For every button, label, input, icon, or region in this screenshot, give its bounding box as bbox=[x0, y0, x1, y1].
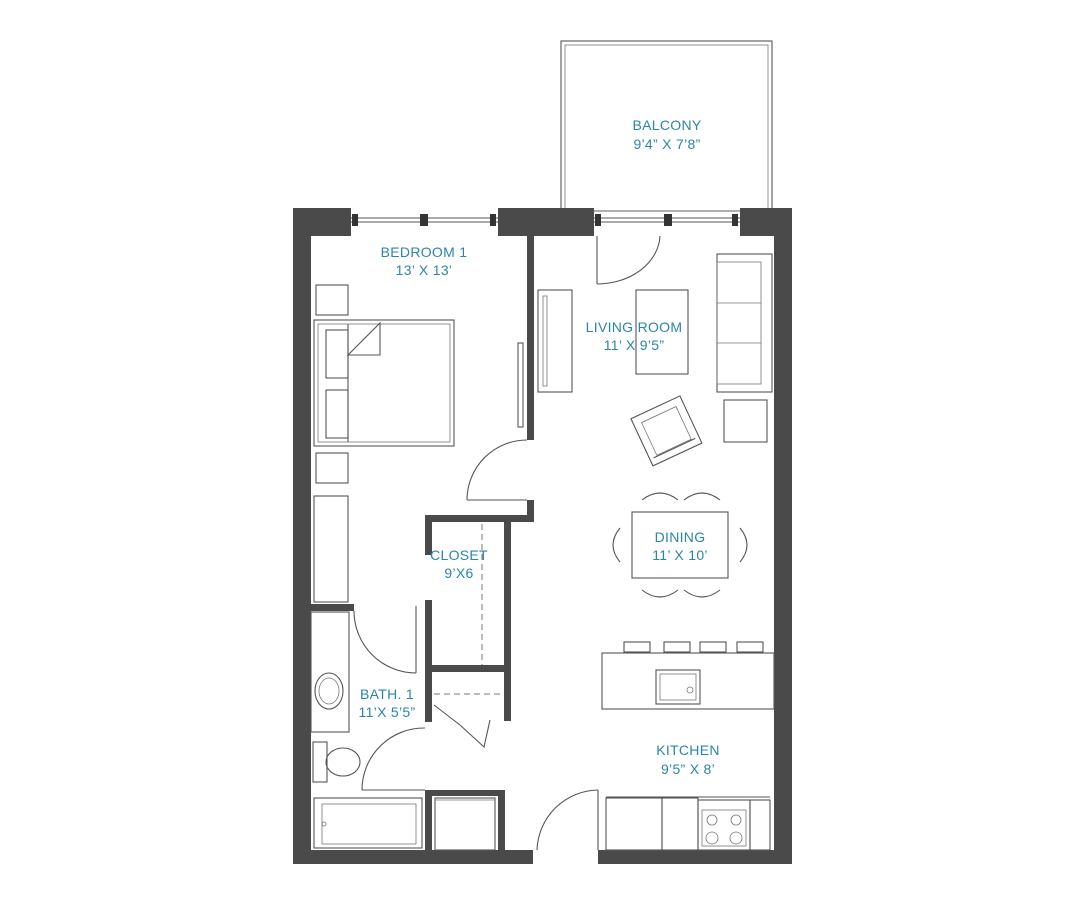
interior-walls bbox=[311, 236, 534, 850]
bath-label: BATH. 1 11’X 5’5” bbox=[359, 686, 416, 720]
bedroom-size: 13’ X 13’ bbox=[396, 262, 453, 278]
entry-door bbox=[536, 789, 599, 851]
bath-size: 11’X 5’5” bbox=[359, 704, 416, 720]
exterior-walls bbox=[293, 208, 792, 864]
balcony-door bbox=[596, 235, 661, 285]
balcony-label: BALCONY 9’4” X 7’8” bbox=[632, 117, 701, 152]
bath-door bbox=[353, 606, 417, 674]
bath-bottom-door bbox=[361, 727, 426, 791]
closet-name: CLOSET bbox=[430, 547, 488, 563]
balcony-outline bbox=[560, 40, 773, 212]
kitchen-fixtures bbox=[601, 641, 775, 851]
balcony-size: 9’4” X 7’8” bbox=[633, 136, 700, 152]
kitchen-size: 9’5” X 8’ bbox=[661, 761, 715, 777]
bath-name: BATH. 1 bbox=[360, 686, 414, 702]
closet-rod bbox=[434, 524, 502, 695]
bath-fixtures bbox=[310, 611, 496, 851]
bedroom-furniture bbox=[313, 284, 573, 603]
bedroom-door bbox=[466, 439, 528, 501]
bedroom-sliding-door bbox=[517, 342, 524, 428]
kitchen-name: KITCHEN bbox=[656, 742, 720, 758]
living-size: 11’ X 9’5” bbox=[604, 337, 665, 353]
bedroom-name: BEDROOM 1 bbox=[381, 244, 468, 260]
linen-bifold-door bbox=[433, 704, 491, 749]
dining-label: DINING 11’ X 10’ bbox=[652, 529, 708, 563]
living-label: LIVING ROOM 11’ X 9’5” bbox=[586, 319, 683, 353]
bedroom-label: BEDROOM 1 13’ X 13’ bbox=[381, 244, 468, 278]
closet-label: CLOSET 9’X6 bbox=[430, 547, 488, 581]
dining-name: DINING bbox=[655, 529, 706, 545]
closet-size: 9’X6 bbox=[444, 565, 473, 581]
living-window bbox=[594, 214, 740, 226]
kitchen-label: KITCHEN 9’5” X 8’ bbox=[656, 742, 720, 777]
living-furniture bbox=[630, 253, 773, 467]
balcony-name: BALCONY bbox=[632, 117, 701, 133]
dining-size: 11’ X 10’ bbox=[652, 547, 708, 563]
dining-set bbox=[612, 492, 748, 598]
bedroom-window bbox=[351, 214, 498, 226]
living-name: LIVING ROOM bbox=[586, 319, 683, 335]
